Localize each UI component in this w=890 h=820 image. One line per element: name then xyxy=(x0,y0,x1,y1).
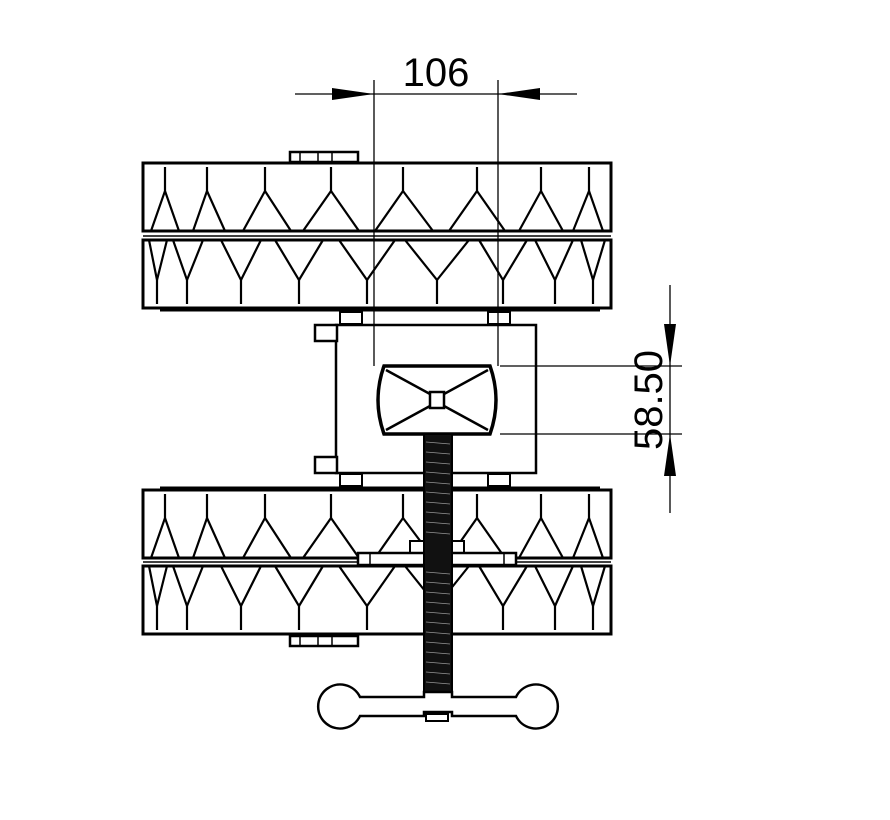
lower-ring-bottom-band xyxy=(141,564,613,636)
dimension-height-label: 58.50 xyxy=(627,350,671,450)
upper-ring-bottom-band xyxy=(141,238,613,310)
dimension-width: 106 xyxy=(295,51,577,366)
lower-ring xyxy=(141,486,613,648)
dimension-height: 58.50 xyxy=(500,285,682,513)
dimension-width-label: 106 xyxy=(403,51,470,95)
upper-ring xyxy=(141,150,613,312)
t-bar-handle[interactable] xyxy=(316,683,560,730)
upper-ring-top-band xyxy=(141,161,613,233)
frame-tab-lower xyxy=(313,455,339,475)
lower-ring-top-band xyxy=(141,488,613,560)
lower-ring-tab xyxy=(288,634,360,648)
bowtie-jaw-pad xyxy=(376,364,498,436)
threaded-screw xyxy=(423,433,453,693)
frame-tab-upper xyxy=(313,323,339,343)
